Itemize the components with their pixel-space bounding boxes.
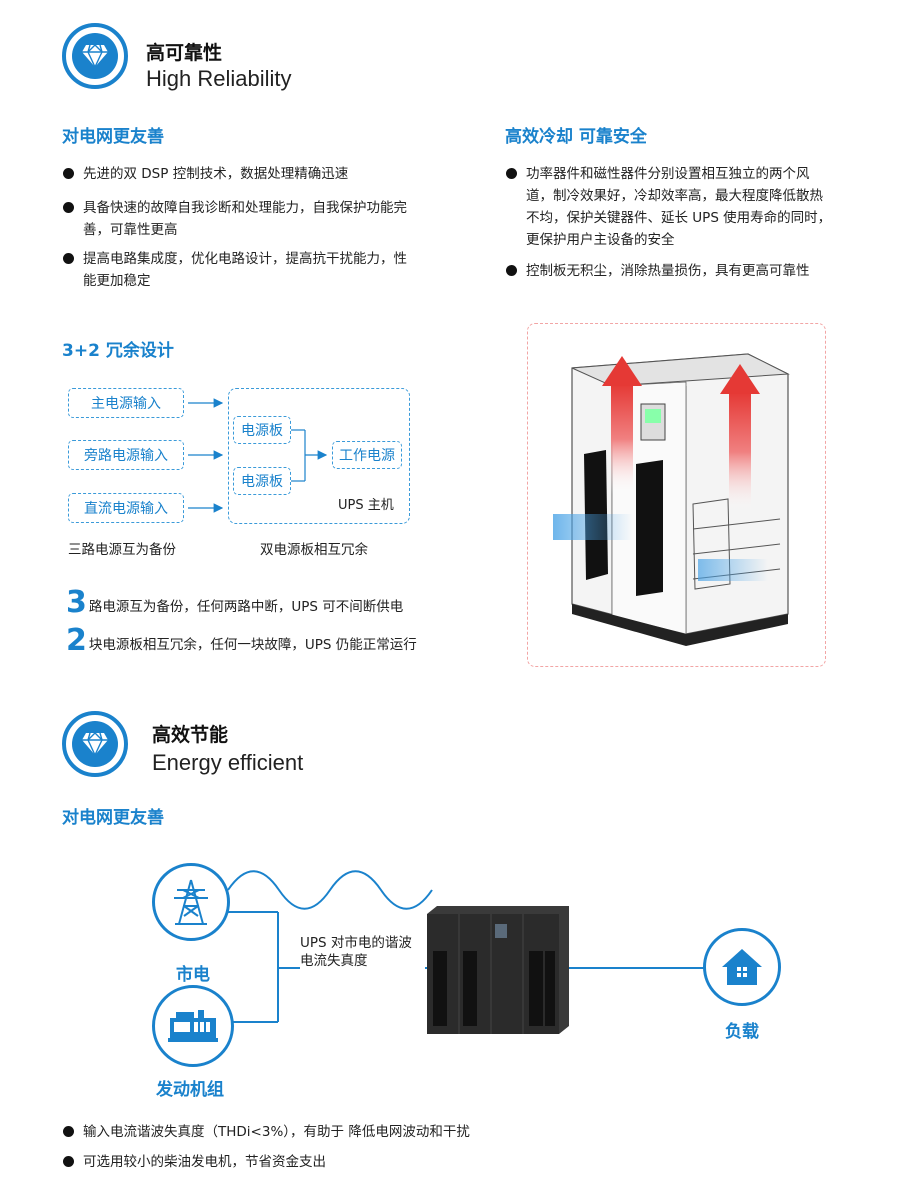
section2-heading: 对电网更友善 [62, 808, 164, 828]
house-icon [722, 949, 762, 985]
diamond-icon [82, 44, 108, 68]
bullet-dot [506, 265, 517, 276]
left-heading: 对电网更友善 [62, 127, 164, 147]
section1-title-cn: 高可靠性 [146, 42, 223, 64]
generator-label: 发动机组 [156, 1080, 224, 1100]
load-circle [703, 928, 781, 1006]
bullet-dot [63, 1156, 74, 1167]
power-tower-icon [174, 879, 208, 925]
bullet-dot [63, 168, 74, 179]
ups-cabinet-image [427, 906, 569, 1034]
caption-dual-boards: 双电源板相互冗余 [260, 542, 368, 558]
working-power: 工作电源 [332, 441, 402, 469]
input-dc-power: 直流电源输入 [68, 493, 184, 523]
ups-host-label: UPS 主机 [338, 498, 394, 513]
section1-title-en: High Reliability [146, 66, 292, 91]
load-label: 负载 [725, 1022, 759, 1042]
grid-circle [152, 863, 230, 941]
caption-three-inputs: 三路电源互为备份 [68, 542, 176, 558]
s2-bullet-1: 输入电流谐波失真度（THDi<3%），有助于 降低电网波动和干扰 [63, 1121, 763, 1143]
generator-circle [152, 985, 234, 1067]
left-bullet-2: 具备快速的故障自我诊断和处理能力，自我保护功能完善，可靠性更高 [63, 197, 408, 241]
bullet-dot [63, 1126, 74, 1137]
right-bullet-2: 控制板无积尘，消除热量损伤，具有更高可靠性 [506, 260, 836, 282]
power-board-2: 电源板 [233, 467, 291, 495]
bullet-dot [63, 253, 74, 264]
ups-host-box [228, 388, 410, 524]
diamond-badge [62, 23, 128, 89]
power-board-1: 电源板 [233, 416, 291, 444]
point-three-inputs: 3 路电源互为备份，任何两路中断，UPS 可不间断供电 [66, 585, 404, 620]
left-bullet-3: 提高电路集成度，优化电路设计，提高抗干扰能力，性能更加稳定 [63, 248, 408, 292]
redundancy-connectors [188, 398, 328, 513]
redundancy-heading: 3+2 冗余设计 [62, 341, 174, 361]
diamond-icon [82, 732, 108, 756]
s2-bullet-2: 可选用较小的柴油发电机，节省资金支出 [63, 1151, 763, 1173]
left-bullet-1: 先进的双 DSP 控制技术，数据处理精确迅速 [63, 163, 408, 185]
cooling-illustration [527, 323, 826, 667]
section2-title-cn: 高效节能 [152, 724, 229, 746]
right-heading: 高效冷却 可靠安全 [505, 127, 647, 147]
bullet-dot [506, 168, 517, 179]
ups-cabinet-airflow-image [553, 353, 790, 646]
right-bullet-1: 功率器件和磁性器件分别设置相互独立的两个风道，制冷效果好，冷却效率高，最大程度降… [506, 163, 836, 251]
input-main-power: 主电源输入 [68, 388, 184, 418]
ups-thd-label: UPS 对市电的谐波电流失真度 [300, 934, 425, 970]
point-two-boards: 2 块电源板相互冗余，任何一块故障，UPS 仍能正常运行 [66, 623, 417, 658]
grid-label: 市电 [176, 965, 210, 985]
diamond-badge-2 [62, 711, 128, 777]
bullet-dot [63, 202, 74, 213]
section2-title-en: Energy efficient [152, 750, 304, 775]
generator-icon [168, 1010, 218, 1042]
input-bypass-power: 旁路电源输入 [68, 440, 184, 470]
